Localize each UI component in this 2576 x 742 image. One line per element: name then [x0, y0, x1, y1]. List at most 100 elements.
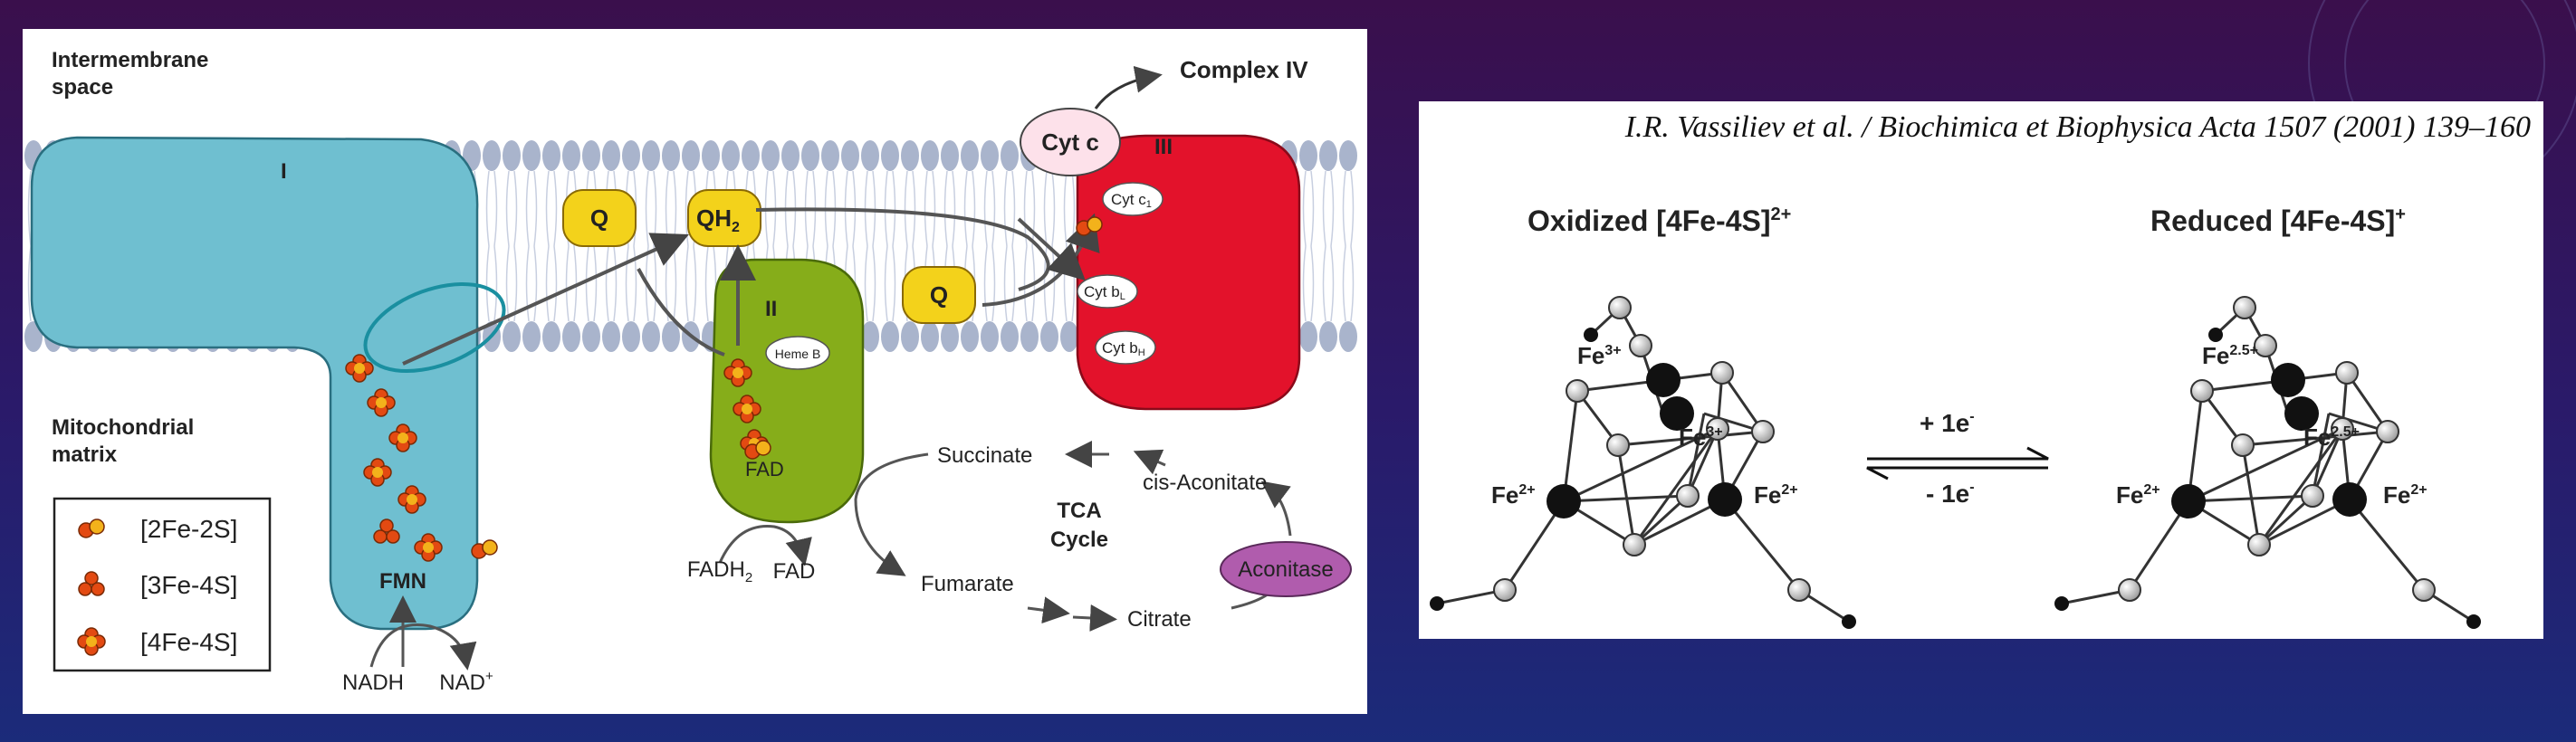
- lipid-head: [582, 321, 600, 352]
- complex-i-label: I: [281, 159, 287, 184]
- lipid-head: [702, 140, 720, 171]
- complex-ii-shape: [709, 258, 865, 524]
- lipid-tail: [924, 170, 936, 247]
- lipid-head: [881, 140, 899, 171]
- legend-4fe4s: [4Fe-4S]: [140, 628, 237, 656]
- heme-b-label: Heme B: [775, 347, 821, 361]
- lipid-head: [761, 140, 780, 171]
- lipid-tail: [884, 170, 896, 247]
- lipid-tail: [943, 170, 956, 247]
- cyt-c-shape: [1020, 108, 1121, 176]
- lipid-tail: [983, 170, 996, 247]
- red-fe-left: Fe2+: [2116, 481, 2160, 509]
- lipid-tail: [1302, 245, 1315, 322]
- lipid-head: [562, 140, 580, 171]
- lipid-head: [1339, 140, 1357, 171]
- lipid-head: [662, 140, 680, 171]
- equilibrium-arrows: [1866, 446, 2049, 480]
- minus-electron-label: - 1e-: [1926, 480, 1975, 508]
- cyt-bl-badge: Cyt bL: [1077, 274, 1138, 309]
- lipid-head: [881, 321, 899, 352]
- lipid-head: [841, 140, 859, 171]
- lipid-tail: [983, 245, 996, 322]
- fad-label: FAD: [773, 559, 816, 584]
- reduced-cluster: [2054, 296, 2481, 629]
- lipid-head: [981, 321, 999, 352]
- svg-text:Cyt bL: Cyt bL: [1084, 283, 1125, 302]
- q-label-1: Q: [590, 205, 608, 232]
- qh2-label: QH2: [696, 205, 740, 235]
- etc-diagram-panel: I II Heme B FAD III Cyt c1 Cyt bL Cyt bH…: [23, 29, 1367, 714]
- svg-text:Cyt bH: Cyt bH: [1102, 339, 1145, 358]
- lipid-head: [921, 321, 939, 352]
- electron-flow-arrows: [363, 207, 1100, 374]
- lipid-tail: [525, 170, 538, 247]
- lipid-tail: [963, 170, 976, 247]
- lipid-head: [781, 140, 800, 171]
- lipid-head: [1339, 321, 1357, 352]
- lipid-tail: [585, 245, 598, 322]
- complex-iv-label: Complex IV: [1180, 56, 1308, 83]
- lipid-tail: [864, 245, 876, 322]
- lipid-head: [1319, 140, 1337, 171]
- ox-fe-top: Fe3+: [1577, 342, 1622, 369]
- lipid-tail: [1302, 170, 1315, 247]
- lipid-head: [542, 140, 560, 171]
- svg-text:Cyt c1: Cyt c1: [1111, 191, 1152, 210]
- oxidized-title: Oxidized [4Fe-4S]2+: [1527, 205, 1791, 237]
- lipid-head: [682, 140, 700, 171]
- succinate-label: Succinate: [937, 443, 1032, 468]
- matrix-label-2: matrix: [52, 442, 118, 467]
- lipid-head: [483, 140, 501, 171]
- complex-ii-label: II: [765, 297, 777, 321]
- lipid-head: [1001, 321, 1019, 352]
- cyt-c-label: Cyt c: [1041, 128, 1099, 156]
- lipid-head: [981, 140, 999, 171]
- lipid-head: [503, 321, 521, 352]
- lipid-tail: [505, 170, 518, 247]
- legend-2fe2s: [2Fe-2S]: [140, 515, 237, 543]
- lipid-head: [861, 140, 879, 171]
- ox-fe-mid: Fe3+: [1679, 423, 1723, 451]
- fes-cluster-panel: I.R. Vassiliev et al. / Biochimica et Bi…: [1419, 101, 2543, 639]
- lipid-tail: [1342, 245, 1355, 322]
- lipid-tail: [1003, 170, 1016, 247]
- lipid-head: [1020, 321, 1039, 352]
- lipid-tail: [525, 245, 538, 322]
- lipid-head: [642, 321, 660, 352]
- lipid-tail: [884, 245, 896, 322]
- intermembrane-space-label-1: Intermembrane: [52, 48, 208, 72]
- lipid-head: [821, 140, 839, 171]
- lipid-tail: [1043, 170, 1056, 247]
- lipid-tail: [605, 245, 618, 322]
- citrate-label: Citrate: [1127, 607, 1192, 632]
- fes-cluster-diagram: Oxidized [4Fe-4S]2+ Reduced [4Fe-4S]+: [1430, 205, 2481, 629]
- q-box-2: [902, 266, 976, 324]
- lipid-head: [1060, 321, 1078, 352]
- lipid-tail: [1322, 245, 1335, 322]
- complex-iii-shape: [1076, 134, 1301, 411]
- cyt-bh-badge: Cyt bH: [1095, 330, 1156, 365]
- lipid-tail: [625, 245, 637, 322]
- oxidized-cluster: [1430, 296, 1856, 629]
- lipid-head: [522, 140, 541, 171]
- ox-fe-right: Fe2+: [1754, 481, 1798, 509]
- lipid-head: [901, 140, 919, 171]
- matrix-label-1: Mitochondrial: [52, 415, 194, 440]
- lipid-head: [1040, 321, 1058, 352]
- citation-text: I.R. Vassiliev et al. / Biochimica et Bi…: [1624, 110, 2531, 144]
- nadh-label: NADH: [342, 671, 404, 695]
- lipid-head: [961, 140, 979, 171]
- lipid-tail: [665, 170, 677, 247]
- fumarate-label: Fumarate: [921, 572, 1014, 596]
- fad-in-ii-label: FAD: [745, 458, 784, 480]
- lipid-tail: [485, 245, 498, 322]
- legend-3fe4s: [3Fe-4S]: [140, 571, 237, 599]
- fadh2-label: FADH2: [687, 557, 752, 585]
- lipid-head: [602, 140, 620, 171]
- lipid-head: [503, 140, 521, 171]
- lipid-tail: [545, 170, 558, 247]
- lipid-head: [602, 321, 620, 352]
- lipid-head: [941, 321, 959, 352]
- cluster-legend: [2Fe-2S] [3Fe-4S] [4Fe-4S]: [53, 497, 272, 672]
